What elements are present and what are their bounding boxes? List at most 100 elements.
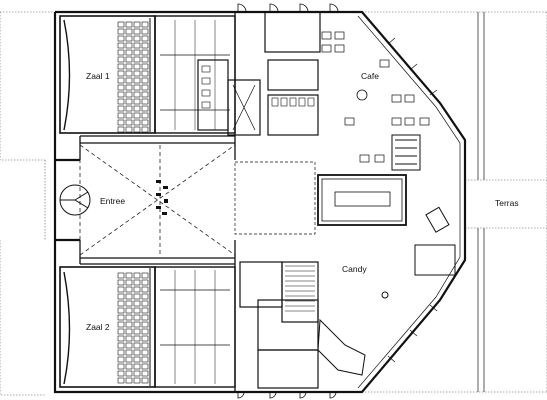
seat <box>133 21 141 28</box>
seat <box>125 314 133 321</box>
seat <box>133 28 141 35</box>
seat <box>117 28 125 35</box>
seat <box>133 307 141 314</box>
building-walls <box>53 10 467 394</box>
toilet <box>289 97 297 107</box>
site-outline <box>0 11 547 396</box>
label-entree: Entree <box>100 196 125 206</box>
door-swing <box>329 3 339 13</box>
seat <box>125 56 133 63</box>
cafe-table <box>404 94 415 103</box>
seat <box>117 105 125 112</box>
seat <box>141 119 149 126</box>
seat <box>117 56 125 63</box>
seat <box>117 42 125 49</box>
cafe-table <box>374 154 385 163</box>
toilet <box>298 97 306 107</box>
seat <box>133 84 141 91</box>
door-swing <box>237 3 247 13</box>
label-zaal-2: Zaal 2 <box>86 322 110 332</box>
seat <box>133 112 141 119</box>
seat <box>141 21 149 28</box>
seat <box>125 84 133 91</box>
seat <box>141 349 149 356</box>
seat <box>117 91 125 98</box>
seat <box>125 112 133 119</box>
seat <box>117 63 125 70</box>
seat <box>133 105 141 112</box>
seat <box>125 300 133 307</box>
seat <box>117 21 125 28</box>
seat <box>125 91 133 98</box>
seat <box>125 70 133 77</box>
cafe-bar <box>391 134 421 171</box>
seat <box>133 356 141 363</box>
door-swing <box>237 391 245 399</box>
cafe-table <box>404 117 415 126</box>
seat <box>133 321 141 328</box>
seat <box>141 307 149 314</box>
seat <box>117 342 125 349</box>
south-core <box>239 261 319 389</box>
cafe-table <box>391 117 402 126</box>
seat <box>141 42 149 49</box>
seat <box>133 56 141 63</box>
seat <box>141 98 149 105</box>
seat <box>141 56 149 63</box>
seat <box>125 42 133 49</box>
seat <box>133 77 141 84</box>
seat <box>141 286 149 293</box>
zaal-2-seats <box>117 272 149 384</box>
seat <box>133 314 141 321</box>
seat <box>117 126 125 133</box>
seat <box>125 49 133 56</box>
seat <box>141 293 149 300</box>
seat <box>117 328 125 335</box>
seat <box>117 335 125 342</box>
seat <box>125 35 133 42</box>
label-zaal-1: Zaal 1 <box>86 71 110 81</box>
seat <box>117 300 125 307</box>
seat <box>133 49 141 56</box>
seat <box>133 293 141 300</box>
cafe-table <box>391 94 402 103</box>
cafe-furniture <box>321 31 430 163</box>
seat <box>133 377 141 384</box>
seat <box>117 363 125 370</box>
seat <box>141 77 149 84</box>
cafe-table <box>379 59 390 68</box>
seat <box>125 356 133 363</box>
seat <box>133 279 141 286</box>
entree-void <box>79 144 236 256</box>
seat <box>117 307 125 314</box>
cafe-table <box>321 44 332 53</box>
door-swings <box>237 3 339 399</box>
revolving-door <box>59 184 91 216</box>
seat <box>133 349 141 356</box>
seat <box>125 63 133 70</box>
seat <box>141 377 149 384</box>
seat <box>133 91 141 98</box>
seat <box>125 119 133 126</box>
seat <box>141 272 149 279</box>
label-candy: Candy <box>342 264 367 274</box>
seat <box>133 35 141 42</box>
seat <box>125 77 133 84</box>
seat <box>117 356 125 363</box>
seat <box>117 49 125 56</box>
seat <box>133 98 141 105</box>
cafe-table <box>419 117 430 126</box>
cafe-table <box>334 31 345 40</box>
seat <box>141 300 149 307</box>
seat <box>125 21 133 28</box>
seat <box>141 321 149 328</box>
seat <box>125 126 133 133</box>
seat <box>117 279 125 286</box>
seat <box>141 126 149 133</box>
toilet <box>307 97 315 107</box>
seat <box>117 314 125 321</box>
label-cafe: Cafe <box>361 71 379 81</box>
seat <box>133 342 141 349</box>
corridor-walls <box>79 12 236 392</box>
seat <box>125 335 133 342</box>
